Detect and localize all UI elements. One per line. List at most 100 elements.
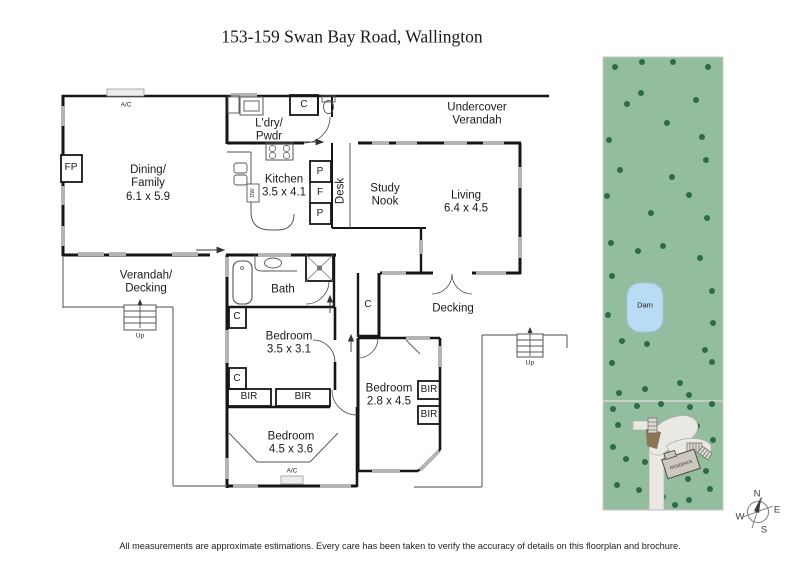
tree-icon [604,193,610,199]
room-label-verandah-decking: Verandah/ Decking [119,269,173,295]
tree-icon [687,404,693,410]
tree-icon [638,90,644,96]
tree-icon [617,167,623,173]
tree-icon [623,456,629,462]
site-plan: RESIDENCE [602,56,724,511]
tree-icon [710,437,716,443]
tree-icon [610,406,616,412]
kitchen-counter [227,151,295,231]
tree-icon [608,240,614,246]
tree-icon [619,338,625,344]
deck-boundaries [62,256,568,488]
pantry-box-1 [309,160,332,183]
room-label-laundry-powder: L'dry/ Pwdr [255,117,283,143]
kitchen-sink-icon [233,162,248,174]
pantry-label-1: P [316,166,324,178]
bir-box-4 [417,405,441,425]
tree-icon [693,97,699,103]
tree-icon [644,341,650,347]
cupboard-box-1 [228,306,247,329]
residence-building: RESIDENCE [661,448,701,480]
bir-box-3 [417,380,441,400]
window-segments [61,93,522,488]
ac-label-top: A/C [120,101,132,109]
tree-icon [669,174,675,180]
vanity-counter [254,255,297,272]
tree-icon [636,487,642,493]
desk-label: Desk [334,177,347,205]
tree-icon [702,347,708,353]
shower-icon [305,254,334,282]
disclaimer-text: All measurements are approximate estimat… [119,541,681,551]
dishwasher-box [246,183,260,203]
tree-icon [642,459,648,465]
compass-icon [742,496,774,529]
stairs-right-arrow [527,327,533,333]
cooktop-icon [265,142,294,161]
tree-icon [612,64,618,70]
room-label-bedroom-1: Bedroom 3.5 x 3.1 [265,330,313,356]
stairs-left [123,303,157,331]
tree-icon [634,403,640,409]
tree-icon [639,59,645,65]
fireplace-label: FP [64,162,78,174]
room-label-bedroom-2: Bedroom 2.8 x 4.5 [365,382,413,408]
tree-icon [707,486,713,492]
laundry-trough [239,96,264,116]
cupboard-label-2: C [233,373,241,385]
tree-icon [703,157,709,163]
cupboard-label-3: C [364,299,372,311]
room-label-study-nook: Study Nook [370,182,400,208]
tree-icon [709,401,715,407]
tree-icon [616,390,622,396]
tree-icon [697,255,703,261]
stairs-left-arrow [137,299,143,305]
room-label-living: Living 6.4 x 4.5 [443,189,489,215]
tree-icon [709,359,715,365]
compass-e-label: E [773,504,781,516]
bir-label-3: BIR [420,384,438,396]
dam-shape [626,282,664,333]
tree-icon [614,482,620,488]
room-label-bedroom-3: Bedroom 4.5 x 3.6 [267,430,315,456]
compass-n-label: N [753,488,761,500]
tree-icon [677,380,683,386]
tree-icon [606,137,612,143]
tree-icon [686,192,692,198]
tree-icon [672,502,678,508]
pantry-label-2: P [316,208,324,220]
dirt-patch [646,429,661,449]
tree-icon [642,386,648,392]
room-label-dining-family: Dining/ Family 6.1 x 5.9 [125,164,171,203]
bay-window-lines [228,432,339,463]
tree-icon [609,360,615,366]
laundry-appliance [227,95,240,114]
room-label-undercover-verandah: Undercover Verandah [447,101,507,127]
page-title: 153-159 Swan Bay Road, Wallington [221,26,483,47]
dam-label: Dam [637,300,653,310]
up-label-left: Up [135,332,145,340]
up-label-right: Up [525,359,535,367]
tree-icon [686,497,692,503]
tree-icon [699,134,705,140]
dishwasher-label: DW [249,188,256,198]
tree-icon [660,243,666,249]
compass-w-label: W [735,511,745,523]
room-label-decking: Decking [432,302,474,315]
tree-icon [709,288,715,294]
basin-icon [264,257,282,269]
fireplace-box [60,154,83,183]
tree-icon [658,401,664,407]
fridge-label: F [316,187,324,199]
door-arcs [303,116,473,416]
laundry-cupboard-box [289,94,319,116]
tree-icon [610,444,616,450]
tree-icon [710,320,716,326]
fixtures [60,88,441,485]
stairs-right [516,331,544,358]
pantry-box-2 [309,202,332,225]
bir-box-1 [227,388,272,407]
room-label-bath: Bath [271,283,295,296]
ac-unit-bottom [280,475,304,485]
